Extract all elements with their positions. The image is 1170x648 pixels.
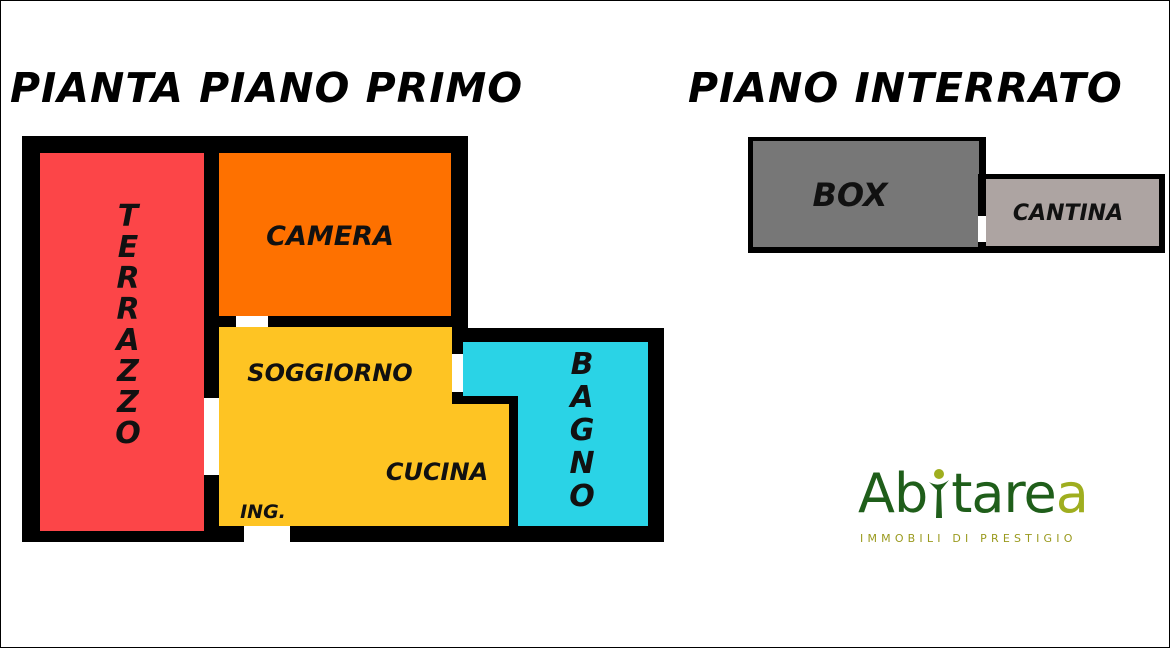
terrazzo-letter: A	[114, 323, 139, 358]
door-bagno	[452, 354, 463, 392]
label-camera: CAMERA	[266, 221, 394, 252]
bagno-letter: B	[571, 347, 594, 382]
terrazzo-letter: E	[118, 230, 139, 265]
room-bagno	[463, 342, 648, 526]
bagno-letter: N	[569, 446, 594, 481]
terrazzo-letter: R	[116, 261, 139, 296]
logo-brand-end: tare	[951, 462, 1057, 525]
terrazzo-letter: T	[118, 199, 141, 234]
logo-tagline: IMMOBILI DI PRESTIGIO	[860, 532, 1077, 545]
room-camera	[219, 153, 451, 316]
logo-wordmark: Ab tarea	[858, 462, 1089, 526]
terrazzo-letter: O	[115, 416, 141, 451]
bagno-letter: O	[569, 479, 595, 514]
door-terrazzo	[204, 398, 219, 475]
bagno-letter: G	[570, 413, 595, 448]
label-cantina: CANTINA	[1013, 201, 1123, 226]
logo-brand-last: a	[1055, 462, 1089, 525]
bagno-letter: A	[568, 380, 593, 415]
room-box	[753, 141, 979, 247]
door-cantina	[978, 216, 986, 242]
terrazzo-letter: Z	[116, 354, 140, 389]
label-soggiorno: SOGGIORNO	[247, 359, 412, 387]
title-basement-floor: PIANO INTERRATO	[688, 64, 1123, 112]
label-ingresso: ING.	[240, 501, 286, 523]
title-first-floor-plan: PIANTA PIANO PRIMO	[10, 64, 524, 112]
label-box: BOX	[812, 176, 888, 214]
room-terrazzo	[40, 153, 204, 531]
room-cantina	[986, 179, 1159, 246]
door-ingresso	[244, 526, 290, 542]
terrazzo-letter: Z	[116, 385, 140, 420]
terrazzo-letter: R	[116, 292, 139, 327]
door-camera	[236, 316, 268, 327]
abitarea-logo: Ab tarea IMMOBILI DI PRESTIGIO	[858, 462, 1130, 548]
room-soggiorno-cucina	[219, 327, 509, 526]
label-cucina: CUCINA	[386, 458, 488, 486]
logo-brand-start: Ab	[858, 462, 928, 525]
